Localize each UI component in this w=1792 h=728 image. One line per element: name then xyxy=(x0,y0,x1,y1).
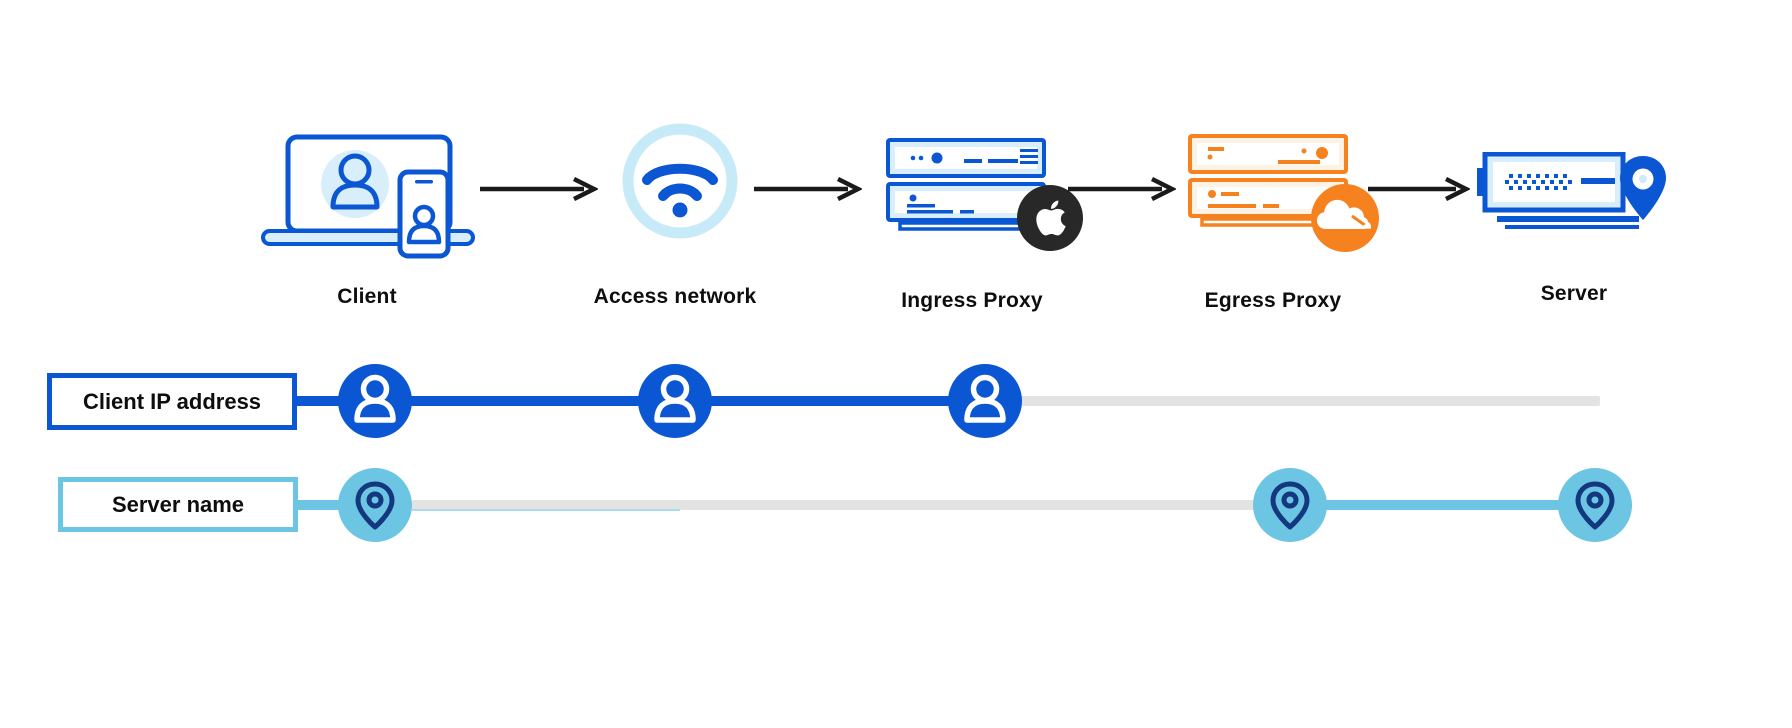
location-pin-icon xyxy=(1575,481,1615,530)
user-icon xyxy=(354,374,396,423)
server-name-track-underline-artifact xyxy=(412,509,680,511)
wifi-icon xyxy=(622,123,738,239)
stage-label-server: Server xyxy=(1540,282,1608,305)
user-icon xyxy=(964,374,1006,423)
server-stack-icon xyxy=(886,138,1046,231)
client-ip-track-inactive-line xyxy=(985,396,1600,406)
client-ip-address-label: Client IP address xyxy=(82,388,262,414)
location-pin-marker xyxy=(338,468,412,542)
user-marker xyxy=(948,364,1022,438)
server-location-icon xyxy=(1477,152,1639,229)
location-pin-icon xyxy=(355,481,395,530)
stage-label-ingress-proxy: Ingress Proxy xyxy=(901,289,1043,312)
user-marker xyxy=(338,364,412,438)
server-name-label-box: Server name xyxy=(58,477,298,532)
server-name-label: Server name xyxy=(111,491,245,517)
arrow-right-icon xyxy=(1068,177,1176,201)
arrow-right-icon xyxy=(754,177,862,201)
laptop-phone-user-icon xyxy=(261,134,475,259)
client-ip-address-label-box: Client IP address xyxy=(47,373,297,430)
cloudflare-logo-icon xyxy=(1311,184,1379,252)
server-name-track-active-line xyxy=(1290,500,1595,510)
stage-label-egress-proxy: Egress Proxy xyxy=(1204,289,1342,312)
location-pin-icon xyxy=(1270,481,1310,530)
server-stack-icon xyxy=(1188,134,1348,227)
location-pin-icon xyxy=(1620,156,1666,220)
stage-label-client: Client xyxy=(337,285,397,308)
arrow-right-icon xyxy=(480,177,598,201)
user-marker xyxy=(638,364,712,438)
server-name-track-inactive-line xyxy=(412,500,1292,510)
stage-label-access-network: Access network xyxy=(593,285,757,308)
arrow-right-icon xyxy=(1368,177,1470,201)
location-pin-marker xyxy=(1253,468,1327,542)
user-icon xyxy=(654,374,696,423)
location-pin-marker xyxy=(1558,468,1632,542)
apple-logo-icon xyxy=(1017,185,1083,251)
